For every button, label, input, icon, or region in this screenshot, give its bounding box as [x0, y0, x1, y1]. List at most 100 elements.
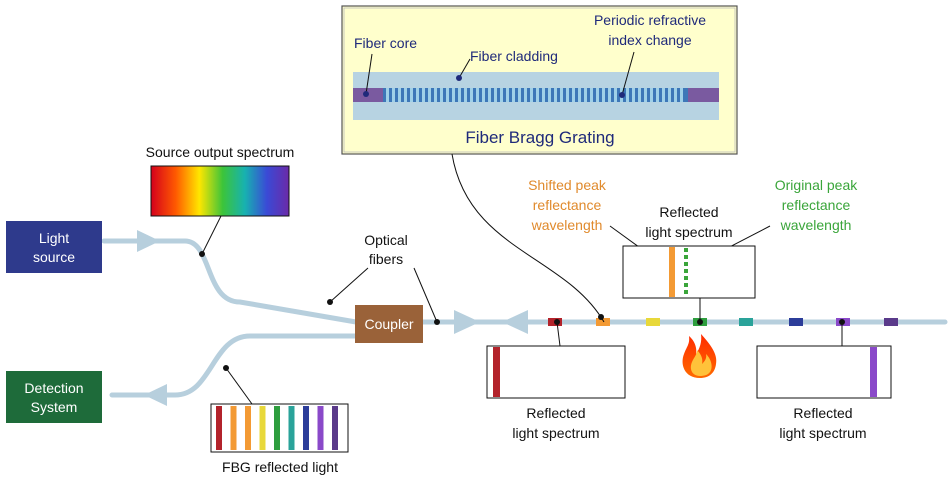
index-stripe [518, 88, 521, 102]
index-stripe [488, 88, 491, 102]
fiber-detector-branch [109, 333, 359, 398]
index-stripe [674, 88, 677, 102]
heat-flame-icon [682, 334, 717, 378]
detection-line2: System [31, 399, 78, 415]
index-stripe [578, 88, 581, 102]
leader-dot-right-spectrum [839, 319, 845, 325]
index-stripe [656, 88, 659, 102]
optical-fibers-line2: fibers [369, 251, 403, 267]
coupler-label: Coupler [364, 316, 413, 332]
index-stripe [476, 88, 479, 102]
label-fiber-cladding: Fiber cladding [470, 48, 558, 64]
index-stripe [662, 88, 665, 102]
index-stripe [554, 88, 557, 102]
leader-optical-fibers-a [329, 267, 369, 303]
reflected-bar [216, 406, 222, 450]
arrow-from-source-icon [137, 230, 160, 252]
index-stripe [494, 88, 497, 102]
label-periodic-2: index change [608, 32, 692, 48]
index-stripe [422, 88, 425, 102]
reflected-bar [317, 406, 324, 450]
original-peak-line2: reflectance [782, 197, 851, 213]
index-stripe [566, 88, 569, 102]
light-source-line2: source [33, 249, 75, 265]
index-stripe [548, 88, 551, 102]
source-spectrum-label: Source output spectrum [146, 144, 295, 160]
index-stripe [434, 88, 437, 102]
reflected-bar [274, 406, 280, 450]
reflected-bar [245, 406, 251, 450]
index-stripe [530, 88, 533, 102]
reflected-bar [259, 406, 266, 450]
index-stripe [398, 88, 401, 102]
original-peak-line1: Original peak [775, 177, 858, 193]
light-source-box: Light source [6, 221, 102, 273]
reflected-center-line1: Reflected [659, 204, 718, 220]
leader-dot-center-spectrum [697, 319, 703, 325]
fbg-reflected-bars [216, 406, 338, 450]
fbg-panel-inner-border [343, 7, 736, 153]
index-stripe [404, 88, 407, 102]
index-stripe [392, 88, 395, 102]
leader-periodic [621, 51, 635, 96]
index-stripe [524, 88, 527, 102]
index-stripe [608, 88, 611, 102]
core-end-right [688, 88, 719, 102]
grating-marker [739, 318, 753, 326]
label-periodic-1: Periodic refractive [594, 12, 706, 28]
leader-dot-periodic [619, 92, 625, 98]
reflected-bar [288, 406, 295, 450]
index-stripe [596, 88, 599, 102]
index-stripe [464, 88, 467, 102]
reflected-right-bar [870, 347, 877, 397]
periodic-index-stripes [386, 88, 683, 102]
leader-dot-fbg-reflected [223, 365, 229, 371]
original-peak-line3: wavelength [780, 217, 852, 233]
index-stripe [632, 88, 635, 102]
grating-marker [789, 318, 803, 326]
leader-dot-cladding [456, 75, 462, 81]
index-stripe [500, 88, 503, 102]
shifted-peak-line3: wavelength [531, 217, 603, 233]
leader-dot-core [363, 91, 369, 97]
reflected-center-box [622, 245, 756, 299]
leader-left-spectrum [556, 321, 561, 347]
leader-dot-fibers-a [327, 299, 333, 305]
reflected-left-line2: light spectrum [512, 425, 599, 441]
arrow-forward-icon [454, 310, 480, 334]
leader-optical-fibers-b [413, 267, 438, 323]
index-stripe [410, 88, 413, 102]
reflected-center-shifted-bar [669, 247, 675, 297]
index-stripe [650, 88, 653, 102]
reflected-left-bar [493, 347, 500, 397]
index-stripe [536, 88, 539, 102]
shifted-peak-line1: Shifted peak [528, 177, 607, 193]
leader-dot-fibers-b [434, 319, 440, 325]
index-stripe [440, 88, 443, 102]
index-stripe [386, 88, 389, 102]
leader-fiber-cladding [458, 58, 471, 79]
index-stripe [482, 88, 485, 102]
leader-fbg-reflected [225, 367, 253, 405]
index-stripe [416, 88, 419, 102]
reflected-bar [332, 406, 338, 450]
grating-marker [646, 318, 660, 326]
leader-dot-source-spectrum [199, 251, 205, 257]
index-stripe [542, 88, 545, 102]
grating-marker [884, 318, 898, 326]
leader-fbg-to-fiber [451, 153, 605, 323]
label-fiber-core: Fiber core [354, 35, 417, 51]
light-source-line1: Light [39, 230, 69, 246]
reflected-right-box [756, 345, 892, 399]
reflected-bar [230, 406, 237, 450]
index-stripe [512, 88, 515, 102]
index-stripe [668, 88, 671, 102]
reflected-center-line2: light spectrum [645, 224, 732, 240]
coupler-box: Coupler [355, 305, 423, 343]
index-stripe [638, 88, 641, 102]
index-stripe [572, 88, 575, 102]
index-stripe [428, 88, 431, 102]
index-stripe [470, 88, 473, 102]
